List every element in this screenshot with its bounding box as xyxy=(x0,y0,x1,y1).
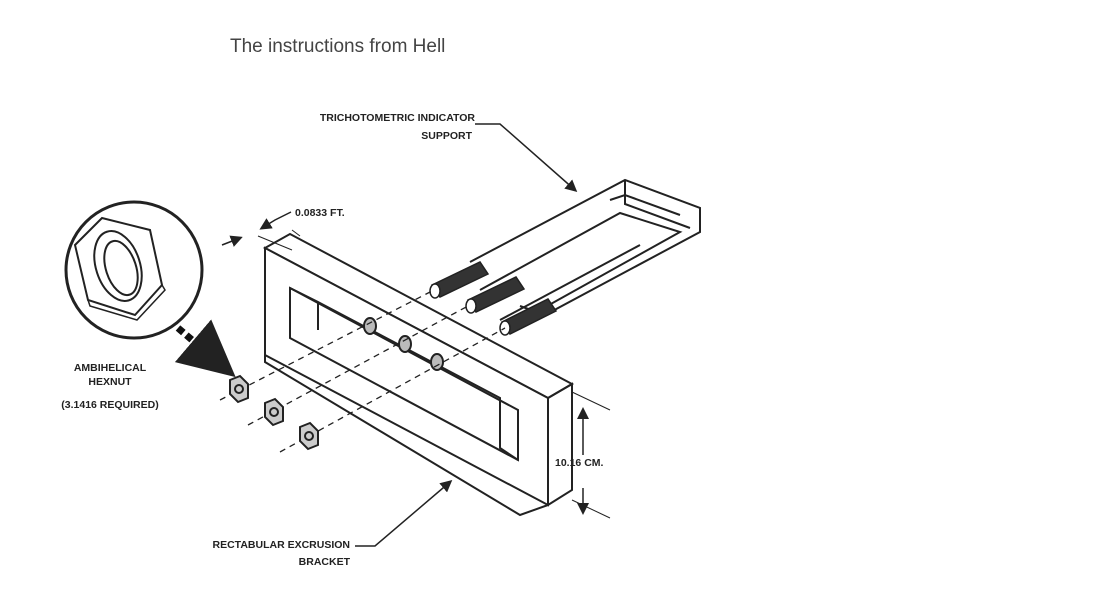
dashed-arrow-icon xyxy=(174,319,236,378)
hexnuts xyxy=(229,374,319,451)
alignment-lines xyxy=(219,290,506,453)
support-label-line1: TRICHOTOMETRIC INDICATOR xyxy=(320,112,476,124)
threaded-rods xyxy=(429,261,558,336)
bracket-leader xyxy=(355,480,453,547)
page-title: The instructions from Hell xyxy=(230,36,446,57)
hexnut-label-line1: AMBIHELICAL xyxy=(74,362,147,374)
hexnut-detail-circle xyxy=(64,200,204,340)
hexnut-label-line3: (3.1416 REQUIRED) xyxy=(61,399,158,411)
thickness-label: 0.0833 FT. xyxy=(295,207,345,219)
rectabular-excursion-bracket xyxy=(262,232,575,517)
bracket-label-line1: RECTABULAR EXCRUSION xyxy=(213,539,350,551)
support-label-line2: SUPPORT xyxy=(421,130,472,142)
hexnut-label-line2: HEXNUT xyxy=(88,376,132,388)
bracket-label-line2: BRACKET xyxy=(299,556,351,568)
height-label: 10.16 CM. xyxy=(555,457,604,469)
thickness-arrow xyxy=(259,211,292,230)
support-leader xyxy=(475,123,578,192)
